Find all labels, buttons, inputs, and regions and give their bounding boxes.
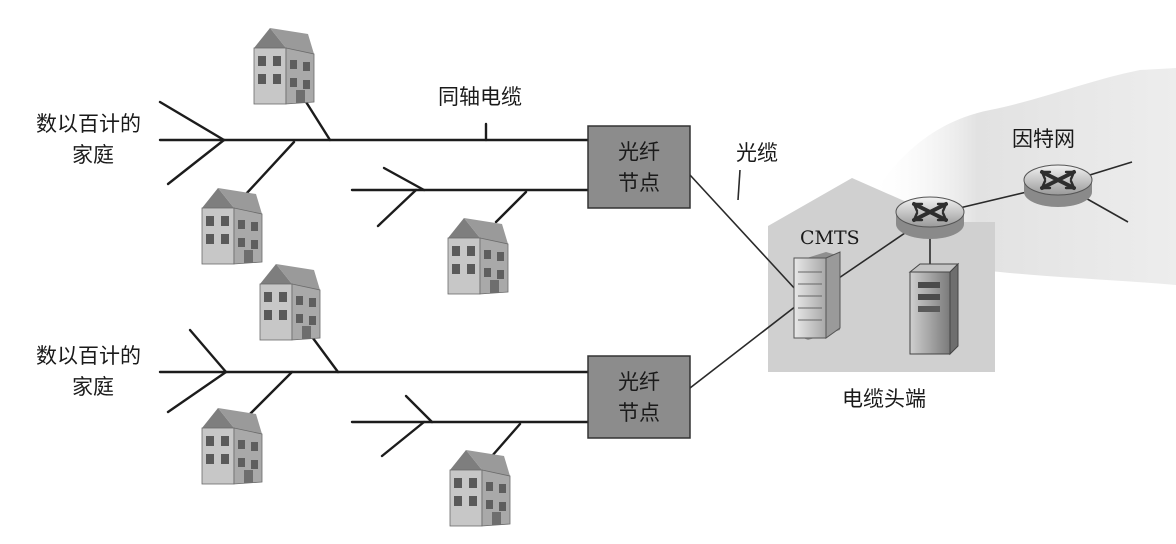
homes-label-bottom-line1: 数以百计的 [36,344,141,368]
house-icon [447,217,509,295]
server-tower-icon [908,262,960,356]
homes-label-bottom-line2: 家庭 [72,375,114,399]
house-icon [201,407,263,485]
headend-label: 电缆头端 [842,387,926,411]
house-icon [259,263,321,341]
fiber-links [689,169,797,389]
cmts-rack-icon [793,251,841,340]
house-icon [449,449,511,527]
coax-tree-top [158,84,590,228]
cmts-label: CMTS [800,227,860,249]
coax-label: 同轴电缆 [438,85,522,109]
router-icon [894,195,966,241]
coax-tree-bottom [158,324,590,458]
house-icon [253,27,315,105]
router-icon [1022,163,1094,209]
internet-label: 因特网 [1012,127,1075,151]
fiber-node-top-line2: 节点 [618,171,660,195]
house-icon [201,187,263,265]
fiber-node-bottom-line1: 光纤 [618,370,660,394]
homes-label-top-line2: 家庭 [72,143,114,167]
fiber-node-top-line1: 光纤 [618,140,660,164]
fiber-node-bottom-line2: 节点 [618,401,660,425]
fiber-cable-label: 光缆 [736,141,778,165]
homes-label-top-line1: 数以百计的 [36,112,141,136]
fiber-node-top [587,125,691,209]
fiber-node-bottom [587,355,691,439]
